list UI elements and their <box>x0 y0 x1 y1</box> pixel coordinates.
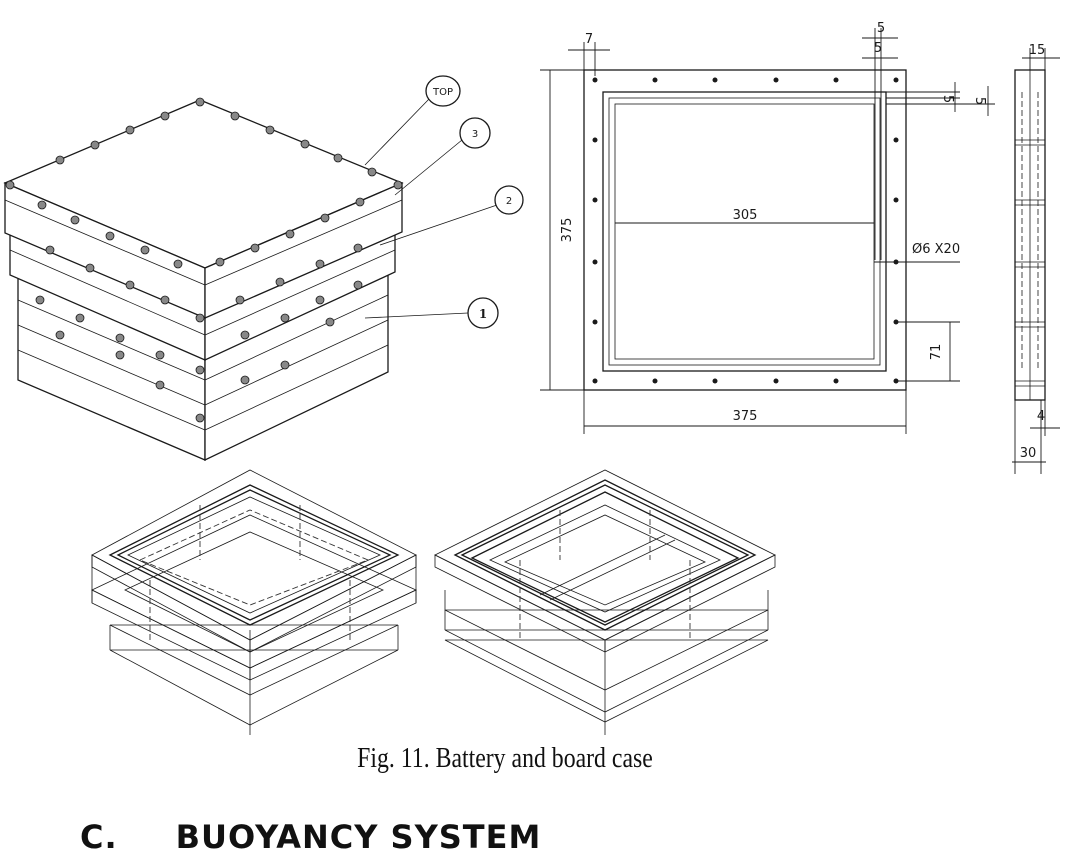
dim-hole-pitch: 71 <box>929 344 944 361</box>
balloon-layer-1-label: 1 <box>479 307 487 321</box>
section-heading: C. BUOYANCY SYSTEM <box>80 818 541 856</box>
dim-vertical-gap-b: 5 <box>972 97 987 105</box>
dim-hole-edge-offset: 7 <box>585 32 593 47</box>
dim-inner-width: 305 <box>733 208 758 223</box>
plan-view: 7 5 5 5 5 375 305 Ø6 X20 71 <box>540 21 995 434</box>
dim-vertical-gap-a: 5 <box>940 95 955 103</box>
dim-frame-gap-outer: 5 <box>877 21 885 36</box>
side-view: 15 4 30 <box>1012 43 1060 474</box>
exploded-frame-view-right <box>434 469 776 735</box>
lid-bolt-heads <box>5 97 403 423</box>
balloon-layer-3-label: 3 <box>472 129 478 140</box>
section-title: BUOYANCY SYSTEM <box>175 818 542 856</box>
figure-caption: Fig. 11. Battery and board case <box>357 742 653 774</box>
dim-hole-spec: Ø6 X20 <box>912 242 960 257</box>
exploded-frame-view-left <box>91 469 417 735</box>
dim-outer-width: 375 <box>733 409 758 424</box>
dim-frame-gap-inner: 5 <box>874 41 882 56</box>
dim-side-thickness: 15 <box>1029 43 1046 58</box>
isometric-stack-view: TOP 3 2 1 <box>3 75 524 462</box>
dim-outer-height: 375 <box>560 218 575 243</box>
section-number: C. <box>80 818 118 856</box>
dim-side-step: 4 <box>1037 409 1045 424</box>
dim-side-depth: 30 <box>1020 446 1037 461</box>
plan-bolt-holes <box>592 77 899 384</box>
balloon-layer-2-label: 2 <box>506 196 512 207</box>
balloon-top-label: TOP <box>432 87 453 98</box>
